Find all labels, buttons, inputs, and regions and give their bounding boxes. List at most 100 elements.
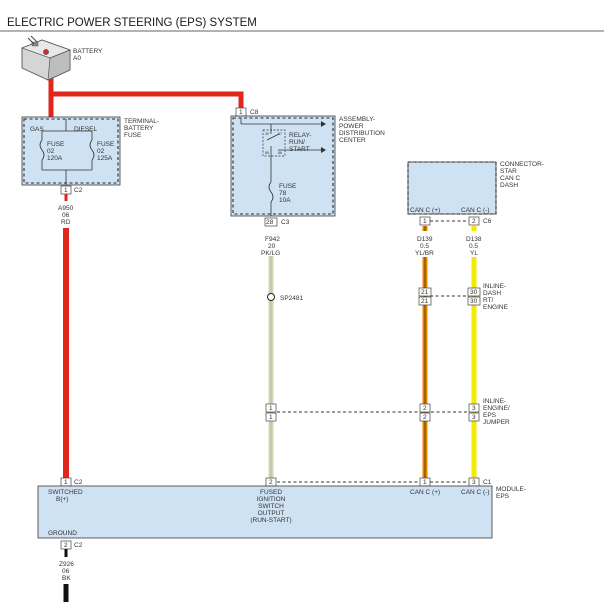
fuse-left-line2: 02 [47, 148, 55, 155]
relay-pin-30: 30 [265, 132, 269, 136]
module-fused-2: IGNITION [257, 496, 286, 503]
fuse-right-line1: FUSE [97, 141, 115, 148]
pdc-out-conn: C3 [281, 219, 290, 226]
star-label-2: STAR [500, 168, 517, 175]
star-label-1: CONNECTOR- [500, 161, 544, 168]
wire-d139-color: YL/BR [415, 250, 434, 257]
battery [21, 35, 71, 81]
tbf-label-3: FUSE [124, 132, 142, 139]
inline-dash-label-3: RT/ [483, 297, 494, 304]
inline-dash-pin-minus-a [467, 287, 481, 297]
inline-eps-pin-ign-b-num: 1 [269, 414, 273, 421]
pdc-output-pin [264, 217, 278, 227]
relay-label-3: START [289, 146, 310, 153]
module-fused-5: (RUN-START) [250, 517, 291, 524]
inline-eps-pin-plus-b-num: 2 [423, 414, 427, 421]
wire-a950-id: A950 [58, 205, 74, 212]
relay-pin-86: 86 [278, 151, 282, 155]
inline-eps-pin-plus-a-num: 2 [423, 405, 427, 412]
star-pin-minus-num: 2 [472, 218, 476, 225]
inline-eps-label-1: INLINE- [483, 398, 506, 405]
pdc-label-1: ASSEMBLY- [339, 116, 375, 123]
power-distribution-center [230, 115, 336, 217]
inline-dash-label-4: ENGINE [483, 304, 509, 311]
inline-eps-pin-plus-a [419, 403, 431, 413]
tbf-label-1: TERMINAL- [124, 118, 159, 125]
pdc-input-conn: C8 [250, 109, 259, 116]
inline-eps-label-4: JUMPER [483, 419, 510, 426]
module-fused-4: OUTPUT [258, 510, 285, 517]
tbf-conn-name: C2 [74, 187, 83, 194]
module-conn-c2-top: C2 [74, 479, 83, 486]
star-pin-plus-num: 1 [423, 218, 427, 225]
module-switched-2: B(+) [56, 496, 68, 503]
wire-f942-size: 20 [268, 243, 276, 250]
inline-dash-label-2: DASH [483, 290, 501, 297]
pdc-fuse-line2: 78 [279, 190, 287, 197]
module-label-2: EPS [496, 493, 510, 500]
module-eps [37, 485, 493, 539]
pdc-out-pin-num: 28 [266, 219, 274, 226]
inline-eps-pin-minus-a-num: 3 [472, 405, 476, 412]
wire-a950-red [48, 72, 244, 478]
pdc-fuse-line3: 10A [279, 197, 291, 204]
module-pin-can-minus-num: 3 [472, 479, 476, 486]
inline-eps-pin-ign-a [265, 403, 277, 413]
fuse-diesel-label: DIESEL [74, 126, 98, 133]
wire-z926-color: BK [62, 575, 71, 582]
relay-pin-87: 87 [278, 132, 282, 136]
tbf-pin-num: 1 [64, 187, 68, 194]
wire-d138-id: D138 [466, 236, 482, 243]
module-ground-pin-num: 2 [64, 542, 68, 549]
star-label-4: DASH [500, 182, 518, 189]
fuse-right-line2: 02 [97, 148, 105, 155]
splice-label: SP2481 [280, 295, 304, 302]
splice-icon [267, 293, 275, 301]
relay-label-2: RUN/ [289, 139, 305, 146]
module-pin-ign-num: 2 [269, 479, 273, 486]
wire-a950-color: RD [61, 219, 71, 226]
inline-dash-pin-plus-a-num: 21 [421, 289, 429, 296]
pdc-fuse-line1: FUSE [279, 183, 297, 190]
module-ground-conn: C2 [74, 542, 83, 549]
inline-eps-pin-minus-a [468, 403, 480, 413]
module-pin-can-plus-num: 1 [423, 479, 427, 486]
wire-f942-color: PK/LG [261, 250, 280, 257]
star-label-3: CAN C [500, 175, 521, 182]
pdc-label-3: DISTRIBUTION [339, 130, 385, 137]
inline-dash-pin-minus-a-num: 30 [470, 289, 478, 296]
inline-dash-pin-plus-a [418, 287, 432, 297]
connector-star-can-c [407, 161, 497, 215]
fuse-gas-label: GAS [30, 126, 44, 133]
module-can-plus: CAN C (+) [410, 489, 440, 496]
relay-label-1: RELAY- [289, 132, 311, 139]
module-pin-batt-num: 1 [64, 479, 68, 486]
module-switched-1: SWITCHED [48, 489, 83, 496]
wire-d138-size: 0.5 [469, 243, 478, 250]
pdc-input-pin-num: 1 [239, 109, 243, 116]
module-ground: GROUND [48, 530, 77, 537]
inline-eps-label-3: EPS [483, 412, 497, 419]
inline-eps-label-2: ENGINE/ [483, 405, 510, 412]
star-conn: C6 [483, 218, 492, 225]
wire-d139-size: 0.5 [420, 243, 429, 250]
inline-dash-pin-plus-b [418, 296, 432, 306]
battery-terminal-icon [43, 49, 49, 55]
wire-a950-size: 06 [62, 212, 70, 219]
inline-eps-pin-minus-b-num: 3 [472, 414, 476, 421]
inline-dash-pin-minus-b-num: 30 [470, 298, 478, 305]
star-can-plus: CAN C (+) [410, 207, 440, 214]
inline-dash-label-1: INLINE- [483, 283, 506, 290]
inline-eps-pin-ign-b [265, 412, 277, 422]
battery-label: BATTERY [73, 48, 103, 55]
wire-z926-id: Z926 [59, 561, 74, 568]
module-can-minus: CAN C (-) [461, 489, 490, 496]
wire-f942-id: F942 [265, 236, 280, 243]
pdc-label-4: CENTER [339, 137, 366, 144]
inline-eps-pin-ign-a-num: 1 [269, 405, 273, 412]
module-conn-c1: C1 [483, 479, 492, 486]
fuse-left-line1: FUSE [47, 141, 65, 148]
page-title: ELECTRIC POWER STEERING (EPS) SYSTEM [7, 17, 257, 29]
battery-id: A0 [73, 55, 81, 62]
